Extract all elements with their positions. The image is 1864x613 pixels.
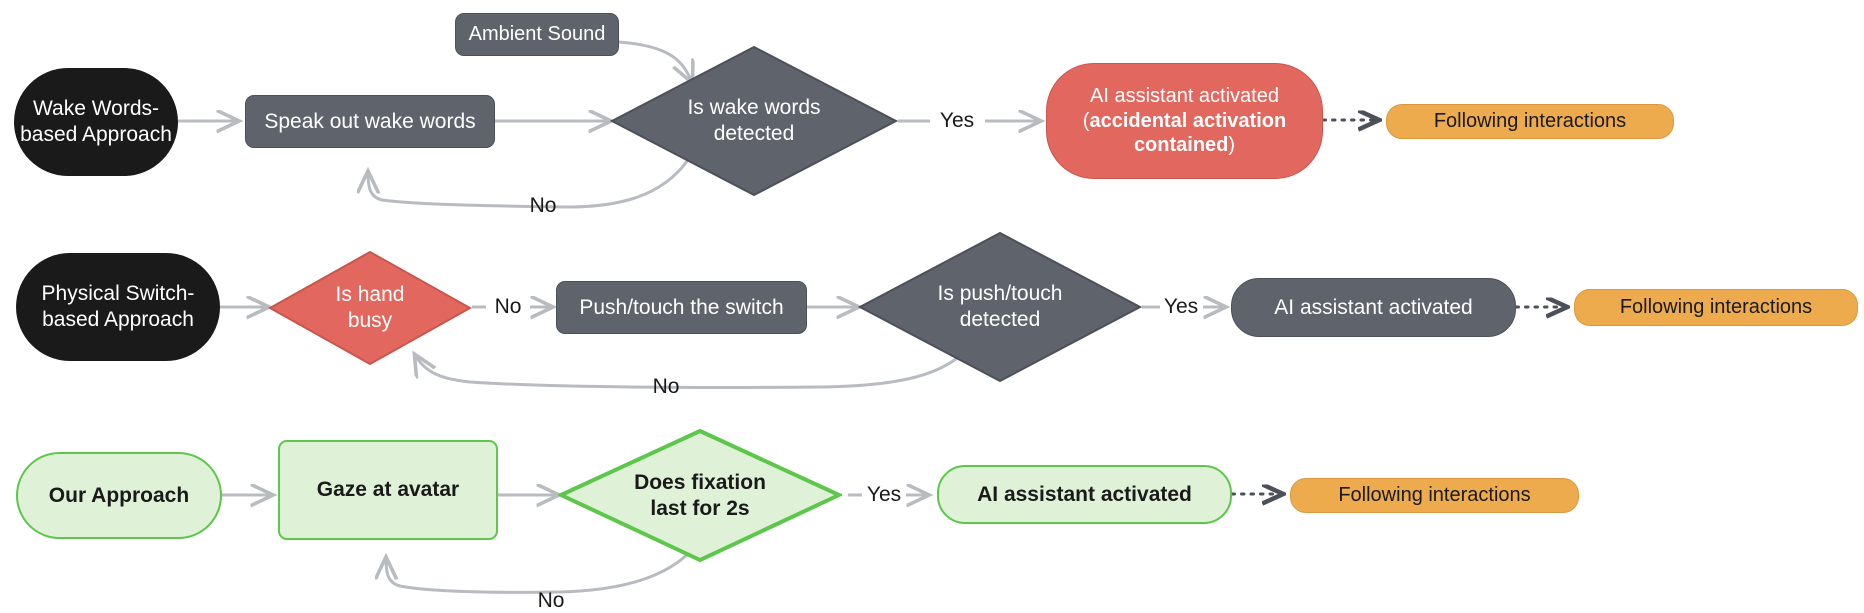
start-switch-label: Physical Switch- based Approach [42, 281, 195, 332]
result-red-line-1: AI assistant activated [1090, 85, 1279, 108]
decision-does-fixation-last-2s[interactable]: Does fixation last for 2s [558, 428, 842, 563]
decision-fixation-label: Does fixation last for 2s [558, 428, 842, 563]
result-gray-label-2: AI assistant activated [1274, 295, 1473, 319]
edge-label-yes-row2: Yes [1163, 295, 1199, 318]
start-our-approach[interactable]: Our Approach [16, 452, 222, 539]
decision-line-2: detected [713, 122, 795, 145]
push-touch-diamond-shape [858, 231, 1142, 383]
start2-line-1: Physical Switch- [41, 282, 195, 306]
following-interactions-row1[interactable]: Following interactions [1386, 104, 1674, 139]
decision-line-1: Is wake words [687, 96, 821, 120]
process-push-label: Push/touch the switch [579, 295, 784, 319]
fixation-line-1: Does fixation [634, 470, 766, 494]
edge-label-no-row3: No [537, 589, 565, 612]
start2-line-2: based Approach [42, 308, 194, 331]
push-touch-line-1: Is push/touch [937, 282, 1063, 306]
start-physical-switch-approach[interactable]: Physical Switch- based Approach [16, 253, 220, 361]
result-green-label: AI assistant activated [977, 482, 1192, 506]
hand-busy-diamond-shape [268, 250, 472, 366]
start-wake-words-label: Wake Words- based Approach [20, 96, 172, 147]
edge-label-no-hand-busy: No [494, 295, 522, 318]
edge-label-yes-row3: Yes [866, 483, 902, 506]
fixation-line-2: last for 2s [650, 496, 750, 520]
decision-is-wake-words-detected[interactable]: Is wake words detected [610, 45, 898, 197]
process-speak-out-wake-words[interactable]: Speak out wake words [245, 95, 495, 148]
decision-diamond-shape [610, 45, 898, 197]
decision-push-touch-label: Is push/touch detected [858, 231, 1142, 383]
result-ai-assistant-activated-row3[interactable]: AI assistant activated [937, 465, 1232, 524]
edge-label-no-row2: No [652, 375, 680, 398]
process-gaze-at-avatar[interactable]: Gaze at avatar [278, 440, 498, 540]
following-interactions-label-1: Following interactions [1433, 110, 1627, 133]
edge-label-yes-row1: Yes [939, 109, 975, 132]
start-line-1: Wake Words- [32, 97, 159, 121]
start-line-2: based Approach [20, 123, 172, 146]
process-speak-label: Speak out wake words [264, 109, 476, 133]
decision-wake-words-label: Is wake words detected [610, 45, 898, 197]
push-touch-line-2: detected [959, 308, 1041, 331]
result-red-paren-close: ) [1228, 134, 1236, 157]
process-push-touch-the-switch[interactable]: Push/touch the switch [556, 281, 807, 334]
start-wake-words-approach[interactable]: Wake Words- based Approach [14, 68, 178, 176]
fixation-diamond-shape [558, 428, 842, 563]
following-interactions-label-2: Following interactions [1619, 296, 1813, 319]
ambient-sound-label: Ambient Sound [468, 23, 606, 46]
following-interactions-label-3: Following interactions [1338, 484, 1531, 507]
hand-busy-line-1: Is hand [335, 283, 405, 307]
result-red-paren-open: ( [1082, 109, 1090, 132]
result-ai-assistant-activated-accidental[interactable]: AI assistant activated (accidental activ… [1046, 63, 1323, 179]
decision-is-hand-busy[interactable]: Is hand busy [268, 250, 472, 366]
result-red-bold: accidental activation contained [1089, 109, 1287, 157]
edge-label-no-row1: No [529, 194, 557, 217]
decision-hand-busy-label: Is hand busy [268, 250, 472, 366]
start-our-approach-label: Our Approach [48, 483, 190, 507]
following-interactions-row3[interactable]: Following interactions [1290, 478, 1579, 513]
process-gaze-label: Gaze at avatar [316, 478, 460, 502]
hand-busy-line-2: busy [347, 309, 393, 332]
result-red-label: AI assistant activated (accidental activ… [1063, 84, 1306, 157]
following-interactions-row2[interactable]: Following interactions [1574, 289, 1858, 326]
input-ambient-sound[interactable]: Ambient Sound [455, 13, 619, 56]
result-ai-assistant-activated-row2[interactable]: AI assistant activated [1231, 278, 1516, 337]
decision-is-push-touch-detected[interactable]: Is push/touch detected [858, 231, 1142, 383]
